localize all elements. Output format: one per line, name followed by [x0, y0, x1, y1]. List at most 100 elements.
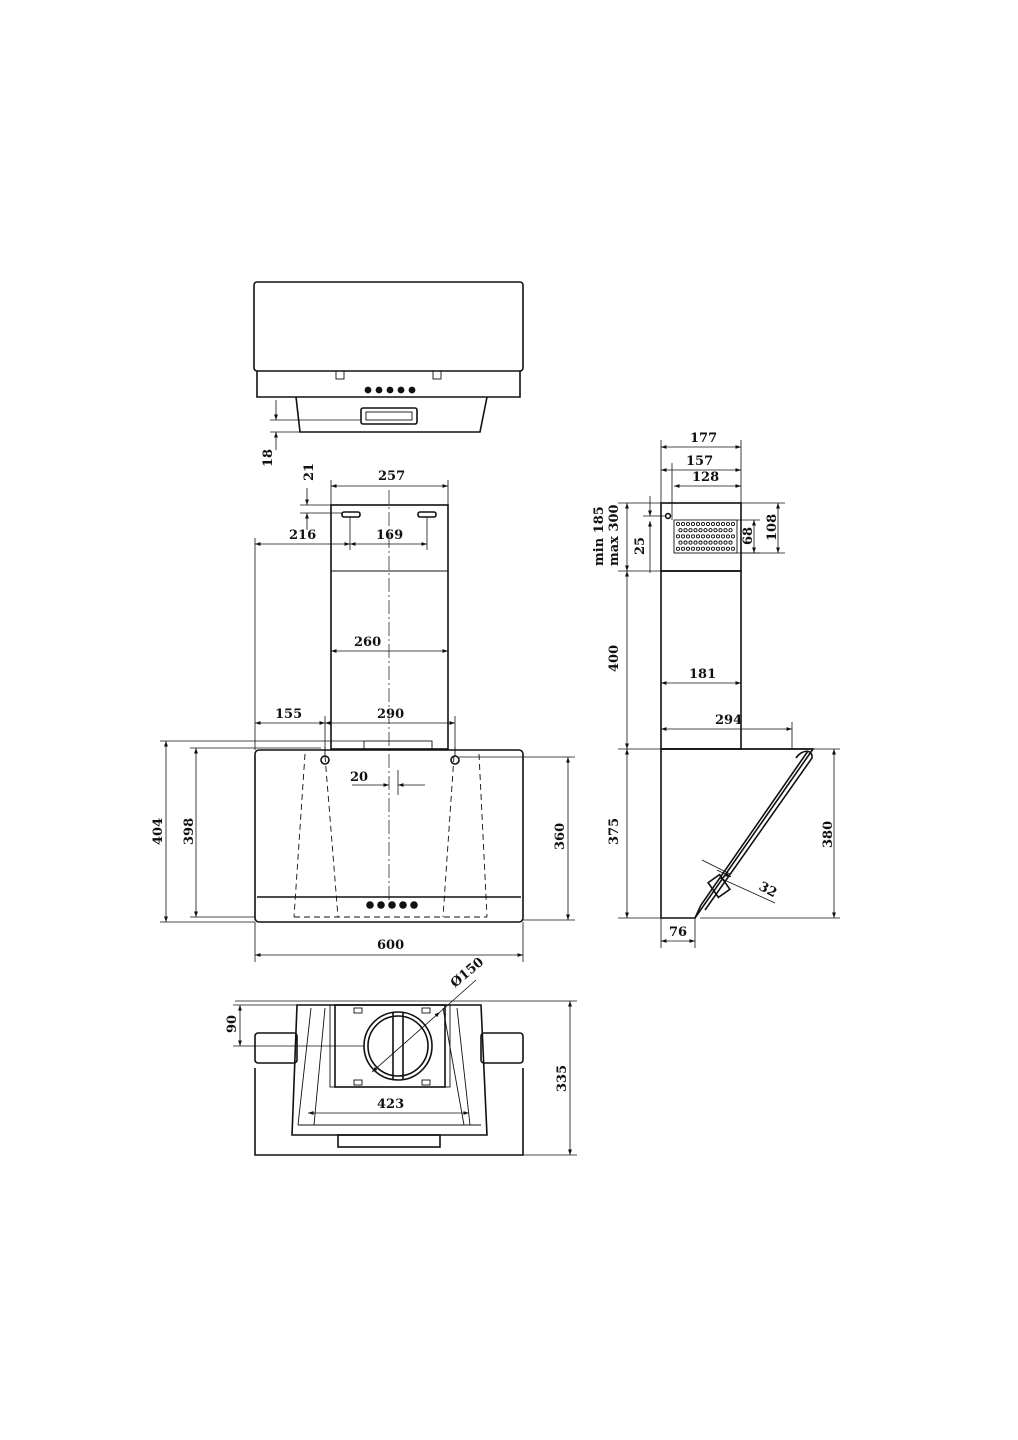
dim-360: 360 [553, 823, 568, 850]
vent-hole [680, 534, 686, 539]
side-glass-panel [694, 750, 809, 919]
vent-hole [718, 528, 723, 533]
vent-hole [695, 546, 701, 551]
vent-hole [693, 540, 698, 545]
dim-25: 25 [633, 537, 648, 555]
vent-hole [688, 540, 693, 545]
vent-hole [728, 540, 733, 545]
vent-hole [715, 534, 721, 539]
dim-600: 600 [377, 938, 404, 953]
vent-hole [730, 546, 736, 551]
dim-404: 404 [151, 818, 166, 845]
front-bracket-slot-right [417, 511, 437, 518]
dim-423: 423 [377, 1097, 404, 1112]
vent-hole [690, 546, 696, 551]
front-control-buttons [366, 901, 418, 909]
dim-335: 335 [555, 1065, 570, 1092]
vent-hole [725, 521, 731, 527]
dim-177: 177 [690, 431, 717, 446]
vent-hole [698, 528, 703, 533]
dim-155: 155 [275, 707, 302, 722]
vent-hole [693, 528, 698, 533]
vent-hole [688, 528, 693, 533]
dim-398: 398 [182, 818, 197, 845]
top-view-control-strip [256, 371, 521, 398]
bottom-view: Ø150 90 335 423 [225, 955, 577, 1156]
vent-hole [713, 540, 718, 545]
vent-hole [700, 521, 706, 527]
vent-hole [700, 546, 706, 551]
dim-128: 128 [692, 470, 719, 485]
vent-hole [690, 521, 696, 527]
top-view-bracket-left [335, 370, 345, 380]
vent-hole [720, 534, 726, 539]
dim-400: 400 [607, 645, 622, 672]
bottom-frame-right [442, 1007, 471, 1126]
dim-21: 21 [302, 463, 317, 481]
bottom-glass-outline [254, 1068, 524, 1156]
vent-hole [720, 546, 726, 551]
vent-hole [705, 534, 711, 539]
top-view-bracket-right [432, 370, 442, 380]
bottom-side-block-left [254, 1032, 298, 1064]
vent-hole [708, 528, 713, 533]
vent-hole [728, 528, 733, 533]
side-hood-body [660, 748, 815, 919]
dim-min-185: min 185 [592, 506, 607, 566]
dim-375: 375 [607, 818, 622, 845]
top-view: 18 [253, 281, 524, 467]
dim-d150: Ø150 [448, 955, 487, 991]
vent-hole [680, 521, 686, 527]
dim-max-300: max 300 [607, 504, 622, 566]
vent-hole [730, 534, 736, 539]
side-glass-frame [704, 750, 813, 911]
vent-hole [675, 534, 681, 539]
vent-hole [680, 546, 686, 551]
front-keyhole-right [450, 747, 460, 765]
bottom-side-block-right [480, 1032, 524, 1064]
front-hidden-frame-left [293, 753, 339, 918]
vent-hole [725, 534, 731, 539]
bottom-outlet-inner [367, 1015, 429, 1077]
dim-294: 294 [715, 713, 742, 728]
vent-hole [678, 540, 683, 545]
vent-hole [703, 528, 708, 533]
vent-hole [708, 540, 713, 545]
vent-hole [713, 528, 718, 533]
front-hidden-frame-right [442, 753, 488, 918]
top-view-glass-panel [253, 281, 524, 372]
dim-68: 68 [741, 527, 756, 545]
vent-hole [675, 521, 681, 527]
vent-hole [720, 521, 726, 527]
dim-169: 169 [376, 528, 403, 543]
side-vent-grille [673, 519, 738, 554]
vent-hole [698, 540, 703, 545]
vent-hole [683, 528, 688, 533]
vent-hole [685, 534, 691, 539]
dim-32: 32 [756, 879, 779, 901]
front-chimney-base [363, 740, 433, 751]
dim-181: 181 [689, 667, 716, 682]
side-view: 177 157 128 min 185 max 300 25 68 108 40… [592, 431, 840, 948]
dim-380: 380 [821, 821, 836, 848]
vent-hole [703, 540, 708, 545]
vent-hole [710, 534, 716, 539]
vent-hole [710, 521, 716, 527]
vent-hole [725, 546, 731, 551]
side-screw [664, 512, 672, 520]
vent-hole [683, 540, 688, 545]
vent-hole [685, 546, 691, 551]
dim-290: 290 [377, 707, 404, 722]
bottom-hood-body [291, 1004, 488, 1136]
front-keyhole-left [320, 747, 330, 765]
top-view-lower-body [295, 396, 488, 433]
front-view: 21 257 216 169 260 155 290 20 404 [151, 463, 575, 962]
front-bracket-slot-left [341, 511, 361, 518]
vent-hole [700, 534, 706, 539]
vent-hole [710, 546, 716, 551]
vent-hole [723, 528, 728, 533]
side-glass-hinge [706, 873, 732, 899]
dim-157: 157 [686, 454, 713, 469]
vent-hole [715, 546, 721, 551]
top-view-display [360, 407, 418, 425]
